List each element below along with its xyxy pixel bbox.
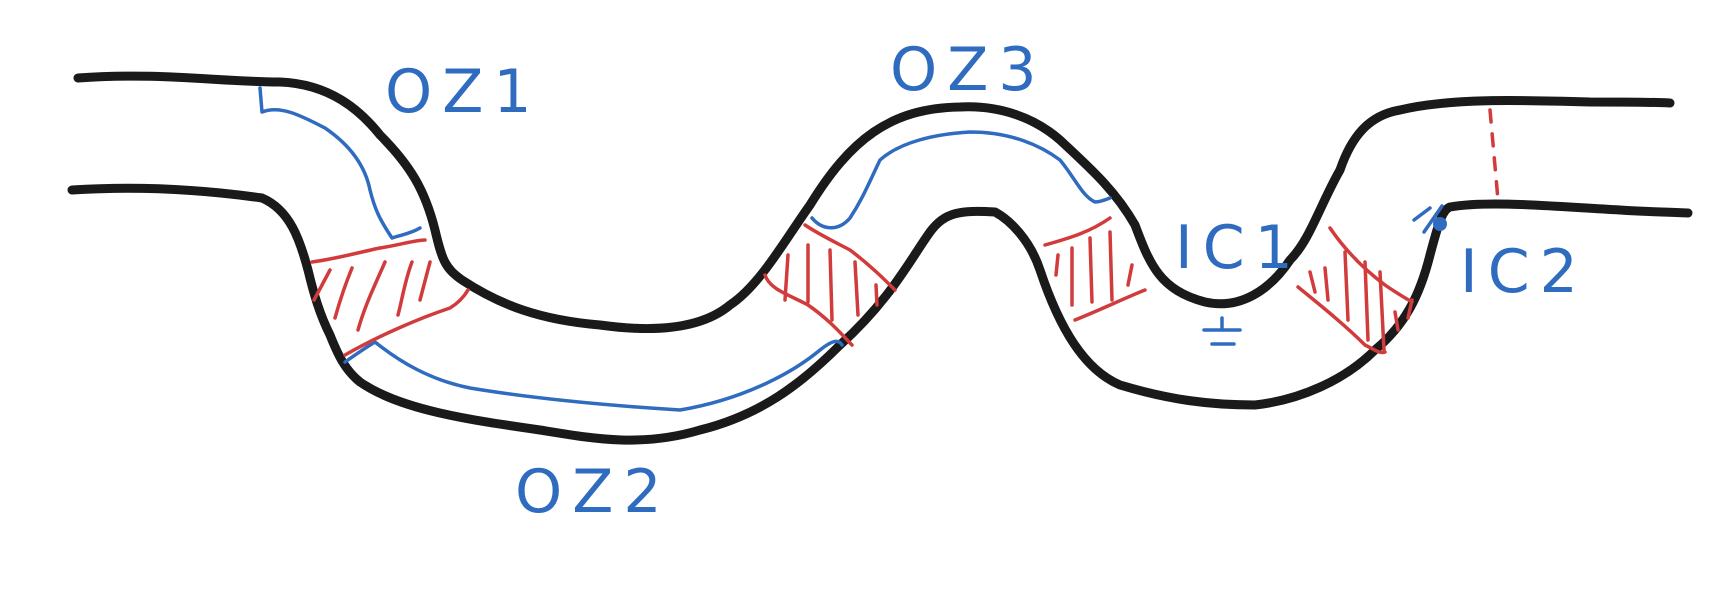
label-oz1: OZ1 xyxy=(385,57,542,127)
oz2-blue-inner-line xyxy=(343,339,844,412)
oz3-blue-inner-line xyxy=(810,130,1112,230)
label-ic2: IC2 xyxy=(1460,237,1588,307)
ground-icon xyxy=(1202,316,1242,346)
label-oz2: OZ2 xyxy=(515,457,672,527)
hatched-zone-2 xyxy=(763,223,897,347)
label-ic1: IC1 xyxy=(1175,213,1303,283)
oz1-blue-inner-line xyxy=(258,86,422,240)
label-oz3: OZ3 xyxy=(890,35,1047,105)
lower-boundary-line xyxy=(67,183,1693,445)
hatched-zone-4 xyxy=(1296,226,1414,355)
hatched-zone-3 xyxy=(1043,216,1147,322)
contact-point-icon xyxy=(1412,204,1447,234)
red-dashed-line xyxy=(1488,108,1500,202)
hatched-zone-1 xyxy=(310,238,470,357)
upper-boundary-line xyxy=(73,71,1675,333)
